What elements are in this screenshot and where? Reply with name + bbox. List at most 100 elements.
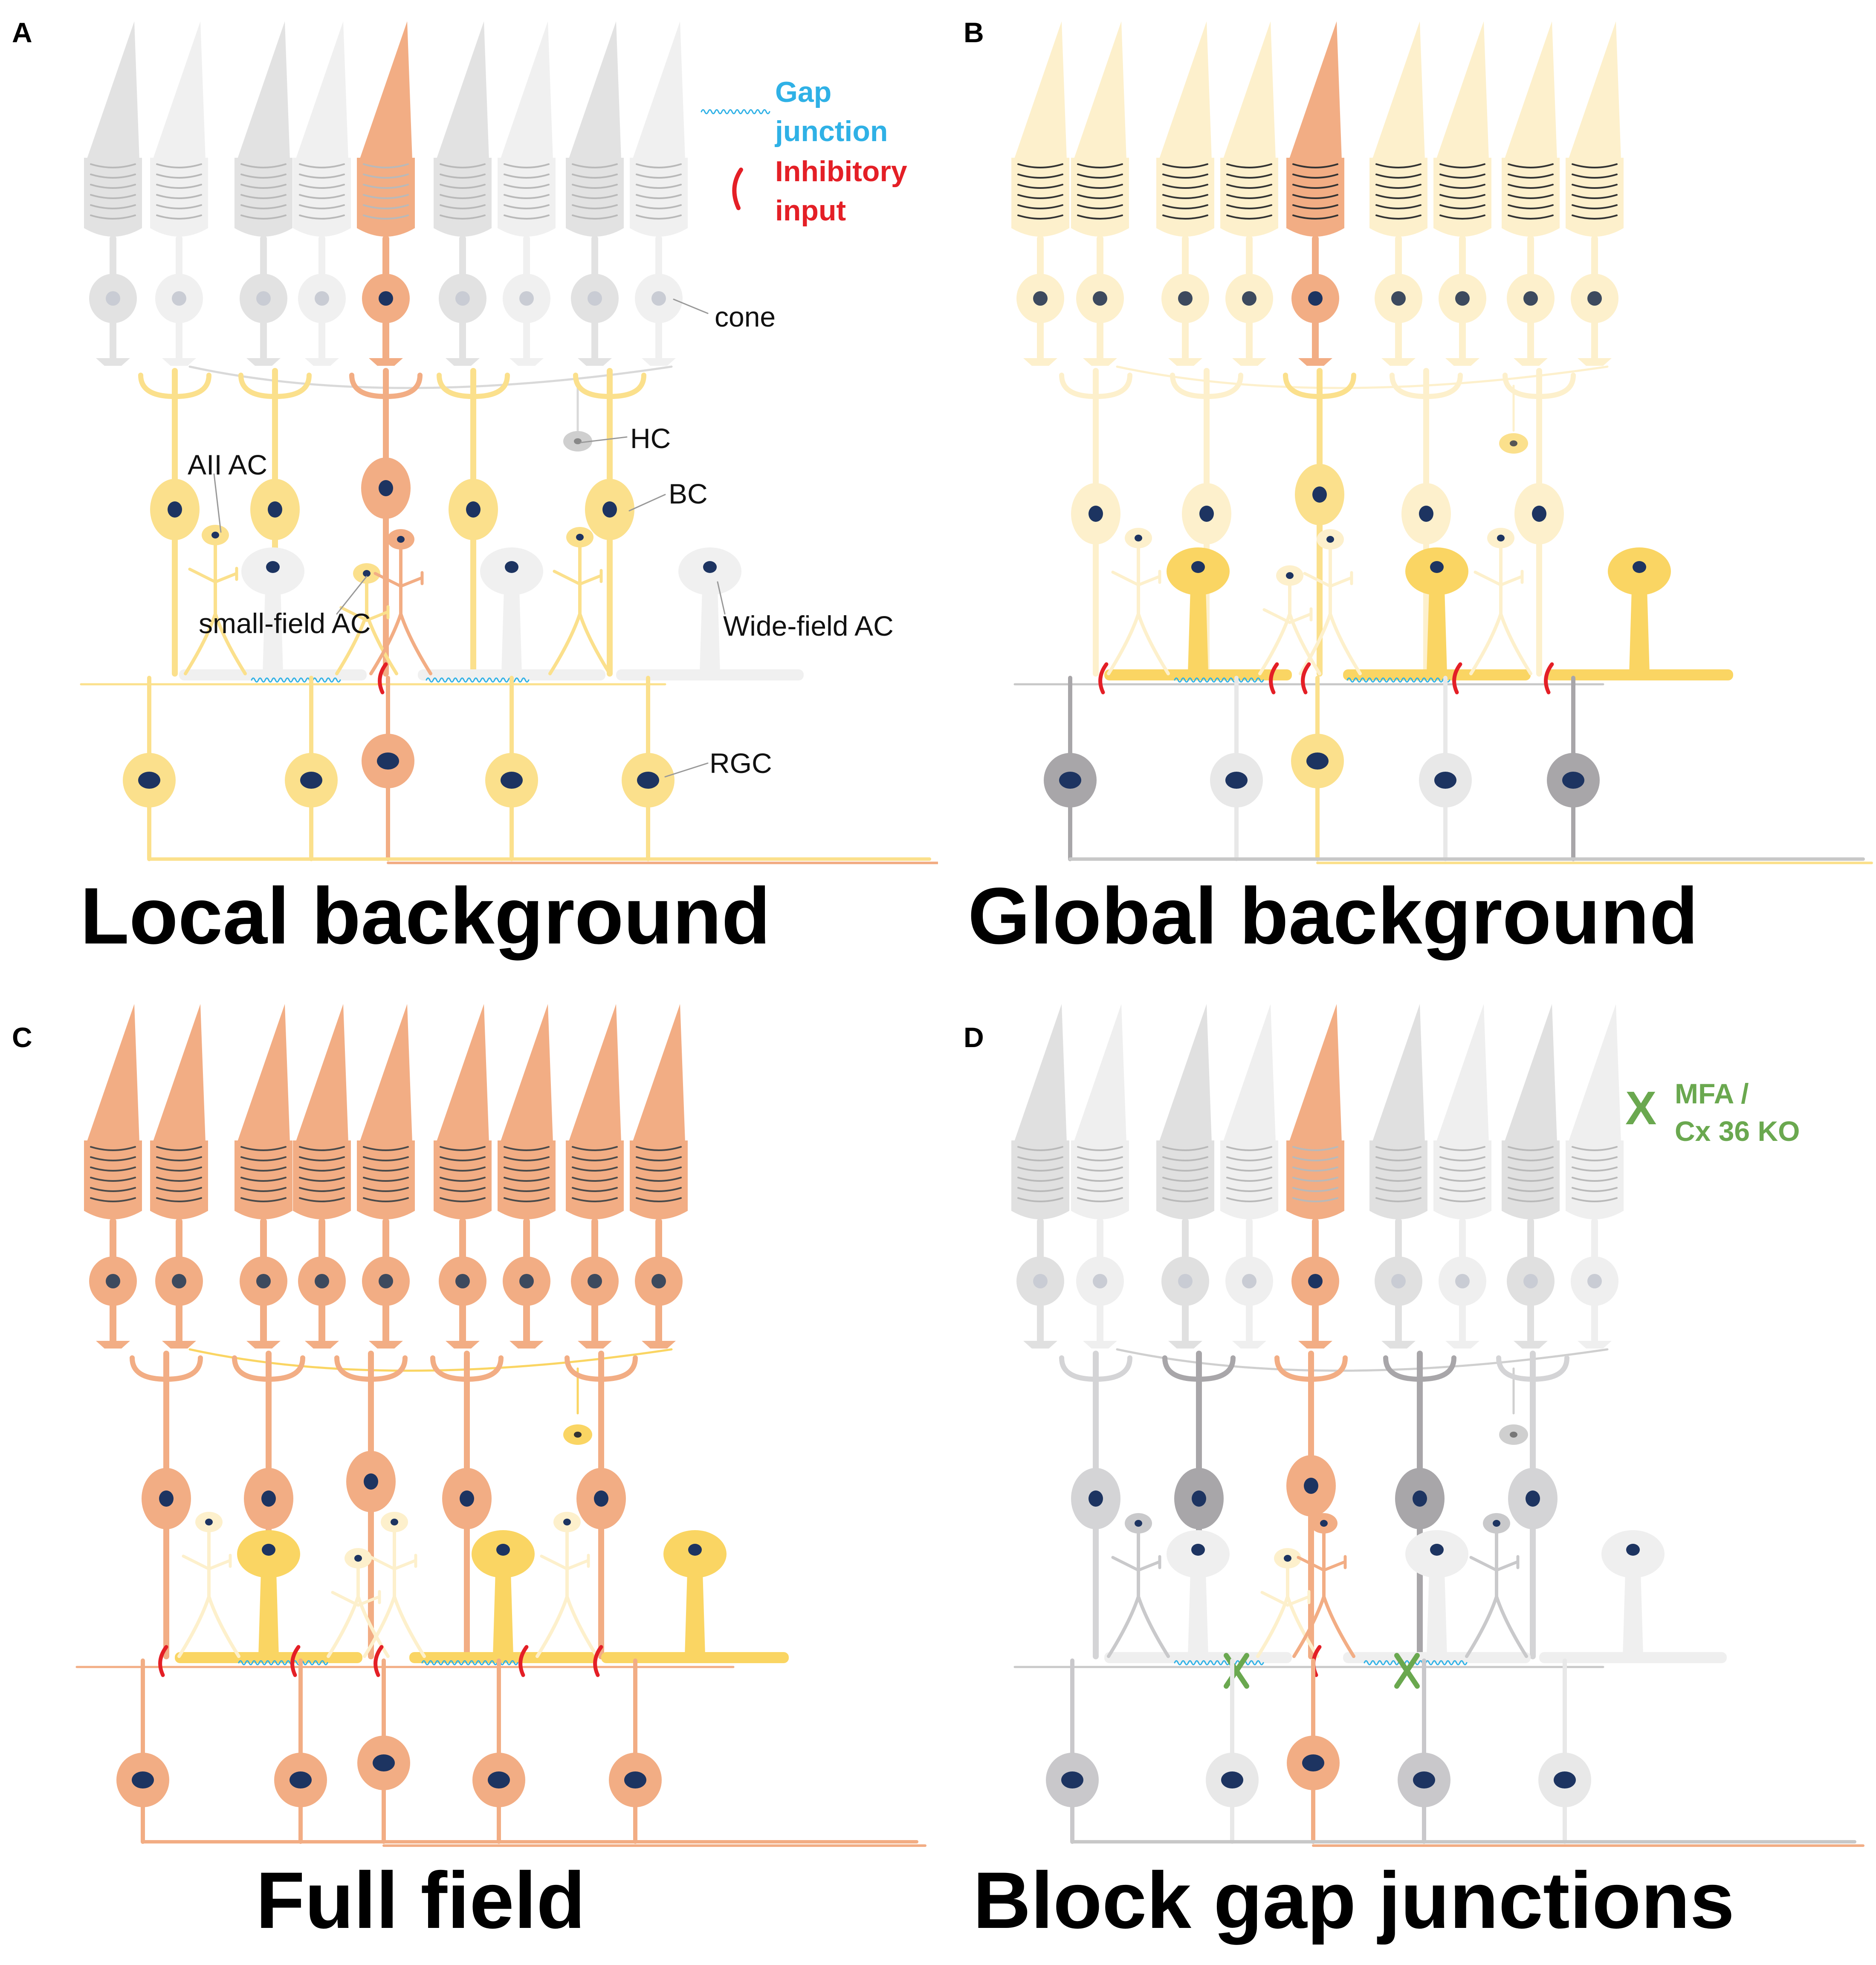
inhibitory-synapse-4 bbox=[518, 1645, 529, 1677]
amacrine-cell-4-arms bbox=[553, 570, 603, 586]
cone-5-nucleus bbox=[379, 291, 393, 306]
cone-9-disc bbox=[636, 214, 682, 220]
cone-8-pedicle bbox=[578, 1341, 612, 1349]
cone-3-nucleus bbox=[1178, 1274, 1193, 1288]
cone-8-pedicle bbox=[1514, 1341, 1548, 1349]
inhibitory-synapse-2 bbox=[1269, 662, 1279, 695]
wide-field-ac-2-nucleus bbox=[1430, 561, 1444, 573]
amacrine-cell-4-nucleus bbox=[576, 534, 584, 541]
amacrine-cell-2-lobes bbox=[1258, 612, 1321, 675]
cone-6-outer-segment bbox=[1372, 1004, 1425, 1143]
cone-9-outer-segment bbox=[1568, 1004, 1621, 1143]
cone-7-disc bbox=[504, 184, 550, 189]
amacrine-cell-4-nucleus bbox=[563, 1519, 571, 1525]
cone-2-disc bbox=[156, 1177, 202, 1182]
cone-2-disc bbox=[1077, 184, 1123, 189]
cone-1-disc bbox=[1017, 163, 1063, 168]
gap-junction-2 bbox=[1364, 1660, 1468, 1665]
ganglion-cell-1-nucleus bbox=[138, 772, 160, 789]
panel-c-circuit-diagram bbox=[75, 1004, 926, 1847]
cone-8-disc bbox=[572, 1177, 618, 1182]
cone-6-outer-segment bbox=[436, 1004, 489, 1143]
panel-title: Block gap junctions bbox=[973, 1855, 1735, 1945]
bipolar-cell-5-dendrites bbox=[573, 373, 646, 399]
cone-5-pedicle bbox=[1298, 358, 1332, 366]
cone-8-disc bbox=[572, 1166, 618, 1172]
wide-field-ac-3-dendrite-plate bbox=[1546, 669, 1733, 680]
cone-4-inner-segment bbox=[1220, 158, 1278, 237]
cone-6-disc bbox=[1375, 214, 1421, 220]
label-leader-line-3 bbox=[213, 473, 222, 533]
cone-6-disc bbox=[440, 194, 486, 199]
cone-5-nucleus bbox=[1308, 291, 1323, 306]
amacrine-cell-1-lobes bbox=[1107, 1595, 1170, 1658]
cone-8-pedicle bbox=[1514, 358, 1548, 366]
cone-1-disc bbox=[90, 1197, 136, 1202]
cone-9-disc bbox=[636, 163, 682, 168]
amacrine-cell-4-nucleus bbox=[1493, 1520, 1500, 1527]
cone-7-disc bbox=[504, 214, 550, 220]
bipolar-cell-3-nucleus bbox=[379, 480, 393, 496]
cone-7-pedicle bbox=[510, 358, 544, 366]
cone-1-pedicle bbox=[96, 358, 130, 366]
cone-4-nucleus bbox=[1242, 291, 1256, 306]
cone-6-disc bbox=[440, 1197, 486, 1202]
wide-field-ac-3-stem bbox=[700, 588, 720, 674]
cone-3-disc bbox=[1162, 1177, 1208, 1182]
cone-7-disc bbox=[504, 174, 550, 179]
ganglion-cell-2-nucleus bbox=[300, 772, 322, 789]
amacrine-cell-4-lobes bbox=[548, 612, 611, 675]
panel-d: D Block gap junctions X MFA / Cx 36 KO bbox=[938, 983, 1876, 1965]
cone-5-pedicle bbox=[1298, 1341, 1332, 1349]
cone-6-disc bbox=[440, 184, 486, 189]
cone-3-disc bbox=[1162, 184, 1208, 189]
amacrine-cell-3-nucleus bbox=[1326, 536, 1334, 543]
cone-3-nucleus bbox=[1178, 291, 1193, 306]
inhibitory-synapse-2 bbox=[290, 1645, 301, 1677]
cone-1-disc bbox=[1017, 1146, 1063, 1151]
inhibitory-synapse-4 bbox=[1452, 662, 1462, 695]
cone-2-disc bbox=[156, 194, 202, 199]
wide-field-ac-1-stem bbox=[258, 1571, 279, 1656]
cone-3-pedicle bbox=[246, 1341, 281, 1349]
label-hc: HC bbox=[630, 423, 671, 454]
cone-5-disc bbox=[363, 1156, 409, 1161]
cone-4-outer-segment bbox=[1223, 21, 1276, 160]
cone-2-nucleus bbox=[1093, 291, 1107, 306]
cone-8-nucleus bbox=[588, 1274, 602, 1288]
cone-1-inner-segment bbox=[1011, 1140, 1069, 1219]
cone-3-pedicle bbox=[246, 358, 281, 366]
horizontal-cell-process bbox=[188, 1348, 673, 1372]
cone-3-disc bbox=[240, 204, 287, 209]
cone-2-nucleus bbox=[172, 291, 186, 306]
cone-8-outer-segment bbox=[1504, 1004, 1557, 1143]
cone-3-disc bbox=[240, 163, 287, 168]
cone-6-disc bbox=[440, 1187, 486, 1192]
cone-1-nucleus bbox=[106, 291, 120, 306]
legend-inhibitory-line-2: input bbox=[775, 194, 846, 227]
bipolar-cell-2-nucleus bbox=[268, 501, 282, 518]
label-small-field-ac: small-field AC bbox=[199, 608, 371, 639]
legend-gap-line-1: Gap bbox=[775, 76, 832, 108]
cone-1-inner-segment bbox=[84, 1140, 142, 1219]
cone-9-disc bbox=[1572, 214, 1618, 220]
cone-7-outer-segment bbox=[500, 1004, 553, 1143]
cone-3-disc bbox=[1162, 1197, 1208, 1202]
label-aii-ac: AII AC bbox=[188, 449, 268, 480]
cone-4-inner-segment bbox=[1220, 1140, 1278, 1219]
cone-1-outer-segment bbox=[87, 1004, 139, 1143]
amacrine-cell-2-nucleus bbox=[363, 570, 371, 577]
legend-gap-junction-symbol bbox=[701, 109, 770, 114]
amacrine-cell-1-arms bbox=[182, 1554, 232, 1571]
panel-c: C Full field bbox=[0, 983, 938, 1965]
cone-5-disc bbox=[363, 1187, 409, 1192]
cone-3-disc bbox=[1162, 1146, 1208, 1151]
wide-field-ac-1-nucleus bbox=[1191, 1544, 1205, 1556]
amacrine-cell-4-lobes bbox=[1465, 1595, 1528, 1658]
cone-5-disc bbox=[1292, 1146, 1338, 1151]
cone-6-inner-segment bbox=[434, 158, 492, 237]
legend-gap-line-2: junction bbox=[775, 115, 888, 148]
cone-1-pedicle bbox=[1023, 358, 1057, 366]
label-cone: cone bbox=[715, 301, 776, 333]
amacrine-cell-4-arms bbox=[540, 1554, 590, 1571]
